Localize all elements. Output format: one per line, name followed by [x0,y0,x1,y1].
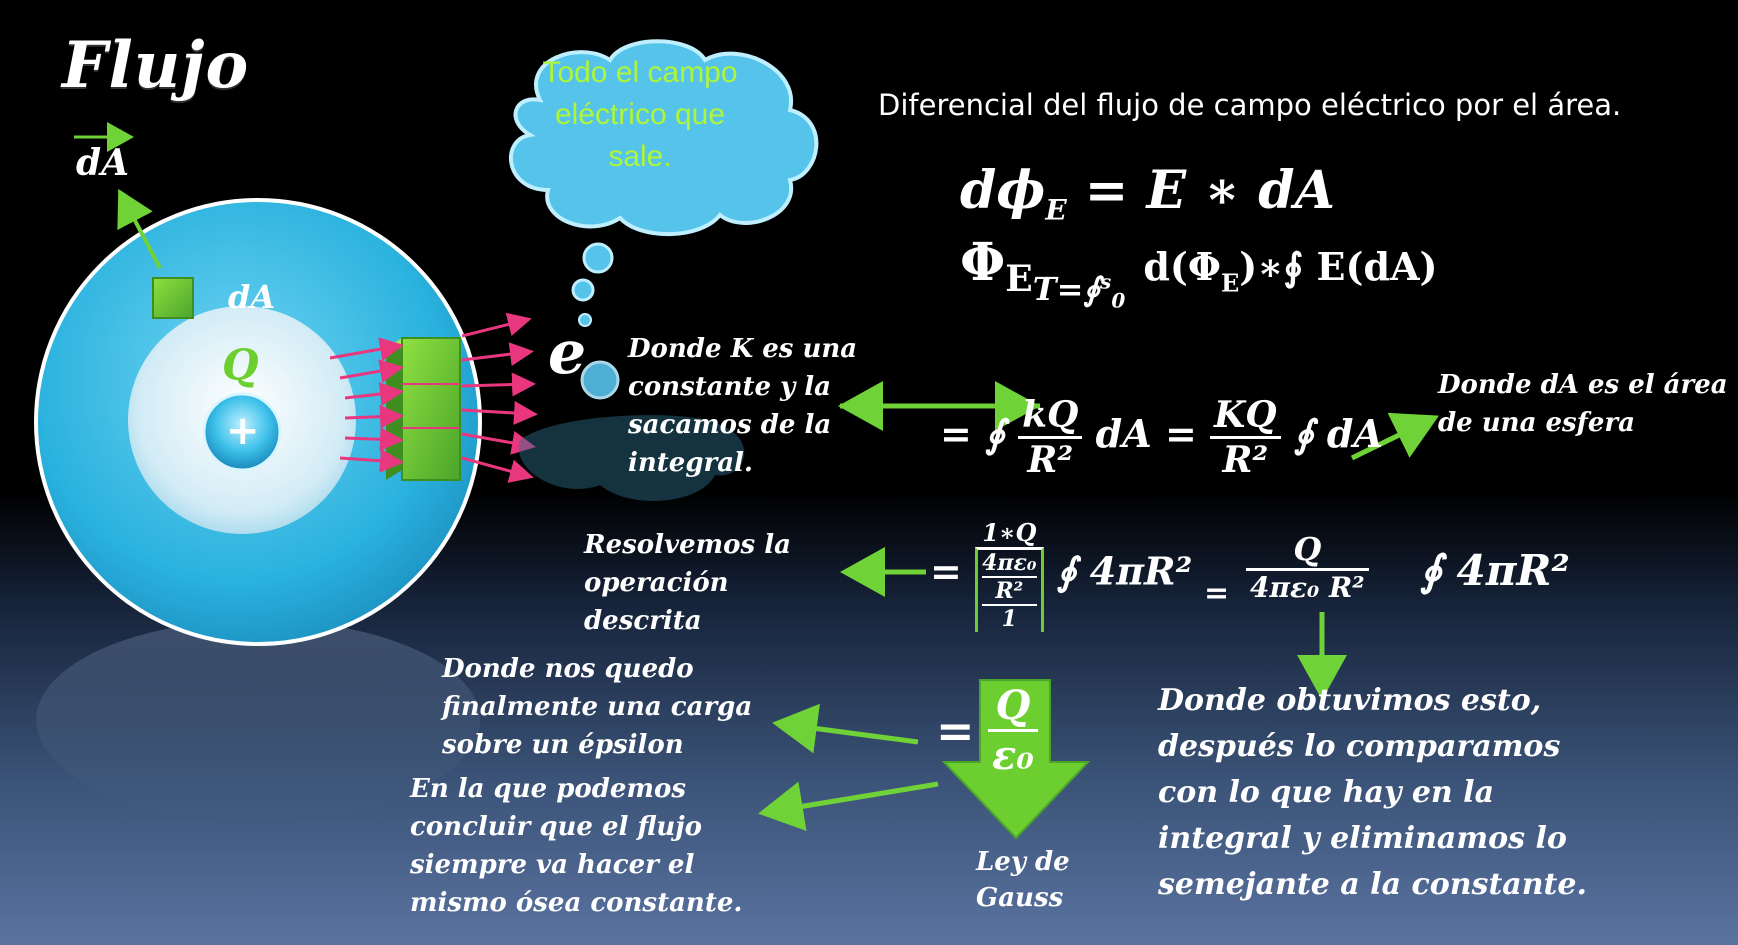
gauss-law-label: Ley de Gauss [976,847,1070,913]
sphere-reflection [36,620,480,820]
cloud-text: Todo el campo eléctrico que sale. [542,56,738,173]
plus-label: + [226,408,260,454]
equation-4: = 1∗Q 4πε₀ R² 1 ∮ 4πR² [930,518,1193,632]
note-resolve: Resolvemos la operación descrita [584,530,791,636]
field-arrows [329,312,538,483]
note-conclude: En la que podemos concluir que el flujo … [410,774,743,918]
note-area: Donde dA es el área de una esfera [1438,370,1728,438]
green-box-side [386,338,402,480]
note-constant: Donde K es una constante y la sacamos de… [628,334,858,478]
green-box-front [401,337,461,481]
thought-cloud [508,39,819,400]
da-small-square [152,277,194,319]
electron-label: e [548,318,587,388]
note-obtained: Donde obtuvimos esto, después lo compara… [1158,683,1587,902]
equation-1: dϕE = E ∗ dA [960,160,1335,227]
heading-text: Diferencial del flujo de campo eléctrico… [878,88,1622,122]
plus-charge [202,392,282,472]
equation-4-result: ∮ 4πR² [1420,546,1570,595]
da-vector-label: dA [76,142,130,184]
da-side-label: dA [228,278,276,316]
gauss-arrow [941,679,1091,840]
connector-arrows [758,381,1439,831]
cloud-reflection [518,415,745,502]
charge-q-label: Q [222,340,259,389]
equation-4-equals: = [1204,576,1230,611]
note-charge: Donde nos quedo finalmente una carga sob… [442,654,753,760]
slide-title: Flujo [62,28,250,103]
equation-5-equals: = [936,704,975,758]
equation-2: ΦET=∮s0 d(ΦE)∗∮ E(dA) [960,232,1438,312]
da-vector-arrow [117,188,162,269]
